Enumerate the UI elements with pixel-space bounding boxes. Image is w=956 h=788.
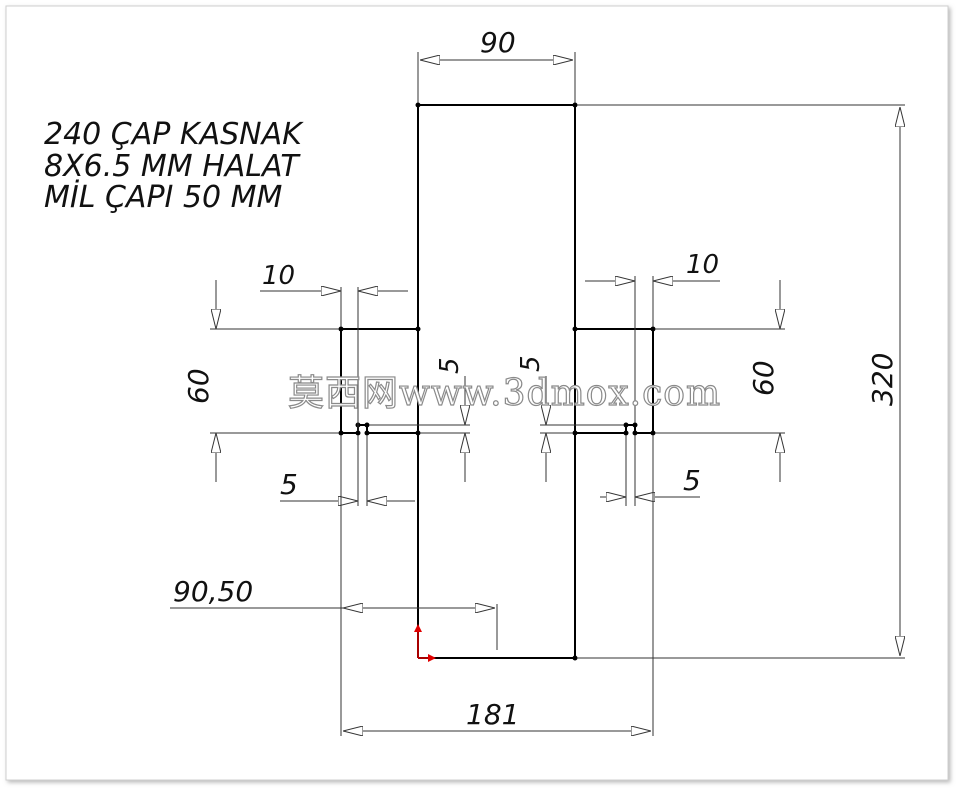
dim-top-width: 90 (480, 26, 516, 59)
note-rope-size: 8X6.5 MM HALAT (44, 149, 301, 184)
dim-left-lip: 5 (280, 468, 298, 501)
dim-left-groove-width: 10 (262, 261, 295, 291)
dim-right-flange-height: 60 (747, 360, 780, 396)
dim-left-flange-height: 60 (182, 368, 215, 404)
note-pulley-diameter: 240 ÇAP KASNAK (44, 117, 304, 152)
dimension-lines (170, 52, 905, 736)
dim-right-step: 5 (516, 355, 546, 372)
dim-radius-offset: 90,50 (173, 575, 253, 608)
dim-total-height: 320 (866, 353, 899, 406)
dim-right-groove-width: 10 (686, 250, 719, 280)
sketch-points (338, 102, 656, 661)
watermark: 莫西网www.3dmox.com (288, 373, 721, 414)
dim-left-step: 5 (435, 357, 465, 374)
sheet (5, 5, 949, 781)
origin-marker (414, 624, 436, 662)
note-shaft-diameter: MİL ÇAPI 50 MM (44, 179, 283, 215)
dim-right-lip: 5 (683, 464, 701, 497)
dim-total-width: 181 (466, 698, 519, 731)
